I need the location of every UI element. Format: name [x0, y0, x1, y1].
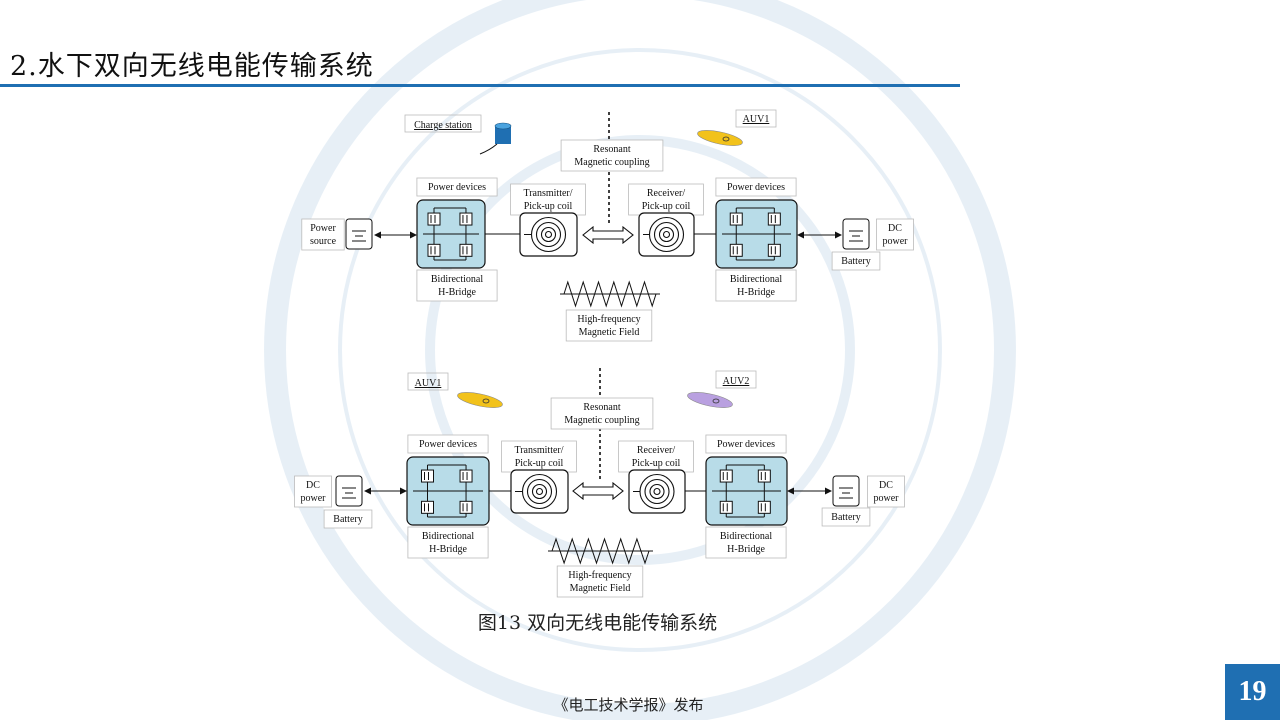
footer-source: 《电工技术学报》发布	[553, 696, 704, 714]
svg-text:Resonant: Resonant	[593, 144, 630, 155]
svg-text:Power devices: Power devices	[419, 439, 477, 450]
power-source-battery-icon	[345, 218, 373, 250]
hbridge-bottom-right	[705, 456, 788, 526]
battery-icon-bottom-right	[832, 475, 860, 507]
page-number: 19	[1225, 664, 1280, 720]
svg-text:Resonant: Resonant	[583, 402, 620, 413]
power-devices-label-top-left: Power devices	[416, 177, 498, 197]
auv1-icon-bottom	[457, 392, 503, 408]
title-rule	[0, 84, 960, 87]
figure-caption: 图13 双向无线电能传输系统	[477, 612, 718, 634]
battery-label-bottom-right: Battery	[821, 507, 871, 527]
svg-text:Power devices: Power devices	[727, 182, 785, 193]
svg-text:Power devices: Power devices	[428, 182, 486, 193]
transmitter-coil-bottom	[510, 469, 569, 514]
svg-text:Battery: Battery	[841, 256, 870, 267]
svg-text:Bidirectional: Bidirectional	[720, 531, 772, 542]
svg-text:power: power	[883, 236, 909, 247]
transmitter-coil-label-top: Transmitter/Pick-up coil	[510, 183, 586, 216]
wire-arrow-top-left	[374, 231, 417, 239]
svg-text:power: power	[301, 493, 327, 504]
auv1-label-bottom: AUV1	[415, 378, 442, 389]
hbridge-top-right	[715, 199, 798, 269]
svg-text:Magnetic Field: Magnetic Field	[570, 583, 631, 594]
receiver-coil-bottom	[628, 469, 686, 514]
battery-icon-top-right	[842, 218, 870, 250]
svg-text:power: power	[874, 493, 900, 504]
battery-label-bottom-left: Battery	[323, 509, 373, 529]
magnetic-field-zigzag-bottom	[548, 537, 653, 565]
power-devices-label-top-right: Power devices	[715, 177, 797, 197]
svg-text:H-Bridge: H-Bridge	[727, 544, 765, 555]
receiver-coil-label-bottom: Receiver/Pick-up coil	[618, 440, 694, 473]
svg-text:Pick-up coil: Pick-up coil	[515, 458, 564, 469]
wire-arrow-bottom-left	[364, 487, 407, 495]
svg-text:source: source	[310, 236, 337, 247]
coupling-arrow-top	[582, 225, 634, 245]
auv2-label-bottom: AUV2	[723, 376, 750, 387]
svg-text:Bidirectional: Bidirectional	[422, 531, 474, 542]
power-devices-label-bottom-left: Power devices	[407, 434, 489, 454]
hbridge-top-left	[416, 199, 486, 269]
svg-text:Receiver/: Receiver/	[647, 188, 686, 199]
receiver-coil-top	[638, 212, 695, 257]
svg-text:DC: DC	[888, 223, 902, 234]
svg-text:Magnetic coupling: Magnetic coupling	[564, 415, 639, 426]
hbridge-bottom-left	[406, 456, 490, 526]
svg-text:Bidirectional: Bidirectional	[431, 274, 483, 285]
receiver-coil-label-top: Receiver/Pick-up coil	[628, 183, 704, 216]
svg-text:Transmitter/: Transmitter/	[514, 445, 563, 456]
dc-power-label-bottom-left: DC power	[294, 475, 332, 508]
coupling-arrow-bottom	[572, 481, 624, 501]
transmitter-coil-top	[519, 212, 578, 257]
battery-icon-bottom-left	[335, 475, 363, 507]
svg-text:Transmitter/: Transmitter/	[523, 188, 572, 199]
auv1-icon-top	[697, 130, 743, 146]
svg-text:H-Bridge: H-Bridge	[737, 287, 775, 298]
dc-power-label-top: DC power	[876, 218, 914, 251]
svg-text:Pick-up coil: Pick-up coil	[524, 201, 573, 212]
wire-arrow-bottom-right	[787, 487, 832, 495]
svg-text:High-frequency: High-frequency	[577, 314, 640, 325]
svg-text:Power devices: Power devices	[717, 439, 775, 450]
dc-power-label-bottom-right: DC power	[867, 475, 905, 508]
svg-text:High-frequency: High-frequency	[568, 570, 631, 581]
power-devices-label-bottom-right: Power devices	[705, 434, 787, 454]
svg-text:DC: DC	[306, 480, 320, 491]
power-source-label: Power source	[301, 218, 345, 251]
transmitter-coil-label-bottom: Transmitter/Pick-up coil	[501, 440, 577, 473]
svg-text:Battery: Battery	[831, 512, 860, 523]
auv1-label-top: AUV1	[743, 114, 770, 125]
charge-station-icon	[479, 122, 512, 155]
svg-text:Magnetic Field: Magnetic Field	[579, 327, 640, 338]
svg-text:Magnetic coupling: Magnetic coupling	[574, 157, 649, 168]
charge-station-label: Charge station	[414, 120, 472, 131]
slide-title: 2.水下双向无线电能传输系统	[10, 51, 374, 82]
svg-text:H-Bridge: H-Bridge	[438, 287, 476, 298]
magnetic-field-zigzag-top	[560, 280, 660, 308]
svg-text:Receiver/: Receiver/	[637, 445, 676, 456]
battery-label-top: Battery	[831, 251, 881, 271]
svg-text:DC: DC	[879, 480, 893, 491]
svg-text:Pick-up coil: Pick-up coil	[642, 201, 691, 212]
wire-arrow-top-right	[797, 231, 842, 239]
charge-station: Charge station	[404, 114, 512, 155]
svg-text:Pick-up coil: Pick-up coil	[632, 458, 681, 469]
svg-text:Battery: Battery	[333, 514, 362, 525]
svg-text:Power: Power	[310, 223, 336, 234]
svg-text:H-Bridge: H-Bridge	[429, 544, 467, 555]
auv2-icon-bottom	[687, 392, 733, 408]
svg-text:Bidirectional: Bidirectional	[730, 274, 782, 285]
